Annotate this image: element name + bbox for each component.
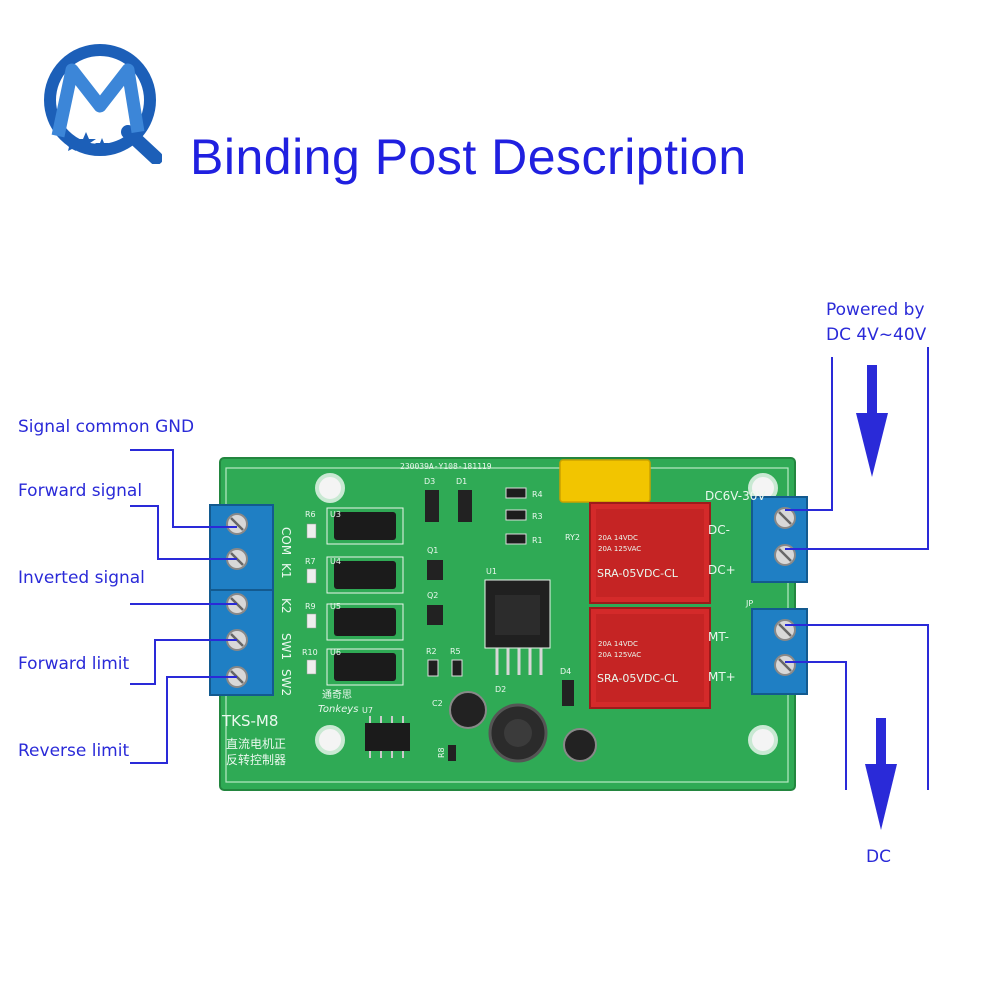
relay-2	[589, 607, 711, 709]
film-capacitor	[559, 459, 651, 503]
board-desc-cn-2: 反转控制器	[226, 752, 286, 767]
ref-d2: D2	[495, 685, 506, 694]
ref-q1: Q1	[427, 546, 438, 555]
power-label-dc-plus: DC+	[708, 563, 736, 577]
motor-label-mt-minus: MT-	[708, 630, 729, 644]
power-label-dc-minus: DC-	[708, 523, 730, 537]
relay-1-part: SRA-05VDC-CL	[597, 567, 679, 580]
ref-d1: D1	[456, 477, 467, 486]
chip-u7	[365, 723, 410, 751]
relay-2-part: SRA-05VDC-CL	[597, 672, 679, 685]
ref-ry2: RY2	[565, 533, 580, 542]
ref-r6: R6	[305, 510, 316, 519]
terminal-label-k2: K2	[279, 598, 293, 614]
mq-logo-icon	[38, 40, 163, 165]
optocoupler-array	[326, 507, 404, 686]
ref-jp: JP	[745, 599, 753, 608]
ref-r5: R5	[450, 647, 461, 656]
board-brand-cn: 通奇思	[322, 688, 352, 701]
ref-u3: U3	[330, 510, 341, 519]
terminal-label-sw1: SW1	[279, 633, 293, 660]
label-inverted-signal: Inverted signal	[18, 568, 145, 588]
ref-u5: U5	[330, 602, 341, 611]
motor-terminal-block	[751, 608, 808, 695]
power-terminal-block	[751, 496, 808, 583]
ref-r1: R1	[532, 536, 543, 545]
label-powered-by: Powered by	[826, 300, 925, 320]
label-forward-signal: Forward signal	[18, 481, 143, 501]
ref-u7: U7	[362, 706, 373, 715]
motor-label-mt-plus: MT+	[708, 670, 736, 684]
board-model: TKS-M8	[221, 712, 278, 730]
ref-r8: R8	[437, 747, 446, 758]
electrolytic-capacitor	[449, 691, 487, 729]
electrolytic-capacitor	[563, 728, 597, 762]
relay-1	[589, 502, 711, 604]
ref-r2: R2	[426, 647, 437, 656]
regulator-u1	[484, 579, 551, 675]
terminal-label-k1: K1	[279, 563, 293, 579]
ref-q2: Q2	[427, 591, 438, 600]
resistor-column	[306, 523, 317, 675]
ref-u4: U4	[330, 557, 341, 566]
left-callout-lines	[130, 449, 237, 764]
label-signal-common-gnd: Signal common GND	[18, 417, 195, 437]
ref-r9: R9	[305, 602, 316, 611]
ref-d3: D3	[424, 477, 435, 486]
ref-d4: D4	[560, 667, 571, 676]
label-reverse-limit: Reverse limit	[18, 741, 130, 761]
ref-c2: C2	[432, 699, 443, 708]
board-brand: Tonkeys	[318, 704, 358, 715]
relay-2-rating-2: 20A 125VAC	[598, 651, 641, 659]
relay-2-rating-1: 20A 14VDC	[598, 640, 638, 648]
board-serial: 230039A-Y108-181119	[400, 462, 492, 471]
label-dc-output: DC	[866, 847, 891, 867]
ref-r3: R3	[532, 512, 543, 521]
relay-1-rating-2: 20A 125VAC	[598, 545, 641, 553]
ref-r7: R7	[305, 557, 316, 566]
right-callout-lines	[785, 347, 929, 790]
terminal-label-com: COM	[279, 527, 293, 555]
power-input-arrow-icon	[856, 365, 888, 477]
relay-1-rating-1: 20A 14VDC	[598, 534, 638, 542]
ref-r10: R10	[302, 648, 318, 657]
label-voltage-range: DC 4V~40V	[826, 325, 927, 345]
left-terminal-block	[209, 504, 274, 696]
page-title: Binding Post Description	[190, 129, 747, 185]
board-desc-cn-1: 直流电机正	[226, 737, 286, 751]
motor-output-arrow-icon	[865, 718, 897, 830]
terminal-label-sw2: SW2	[279, 669, 293, 696]
power-label-range: DC6V-30V	[705, 489, 766, 503]
ref-u1: U1	[486, 567, 497, 576]
label-forward-limit: Forward limit	[18, 654, 130, 674]
ref-r4: R4	[532, 490, 543, 499]
ref-u6: U6	[330, 648, 341, 657]
